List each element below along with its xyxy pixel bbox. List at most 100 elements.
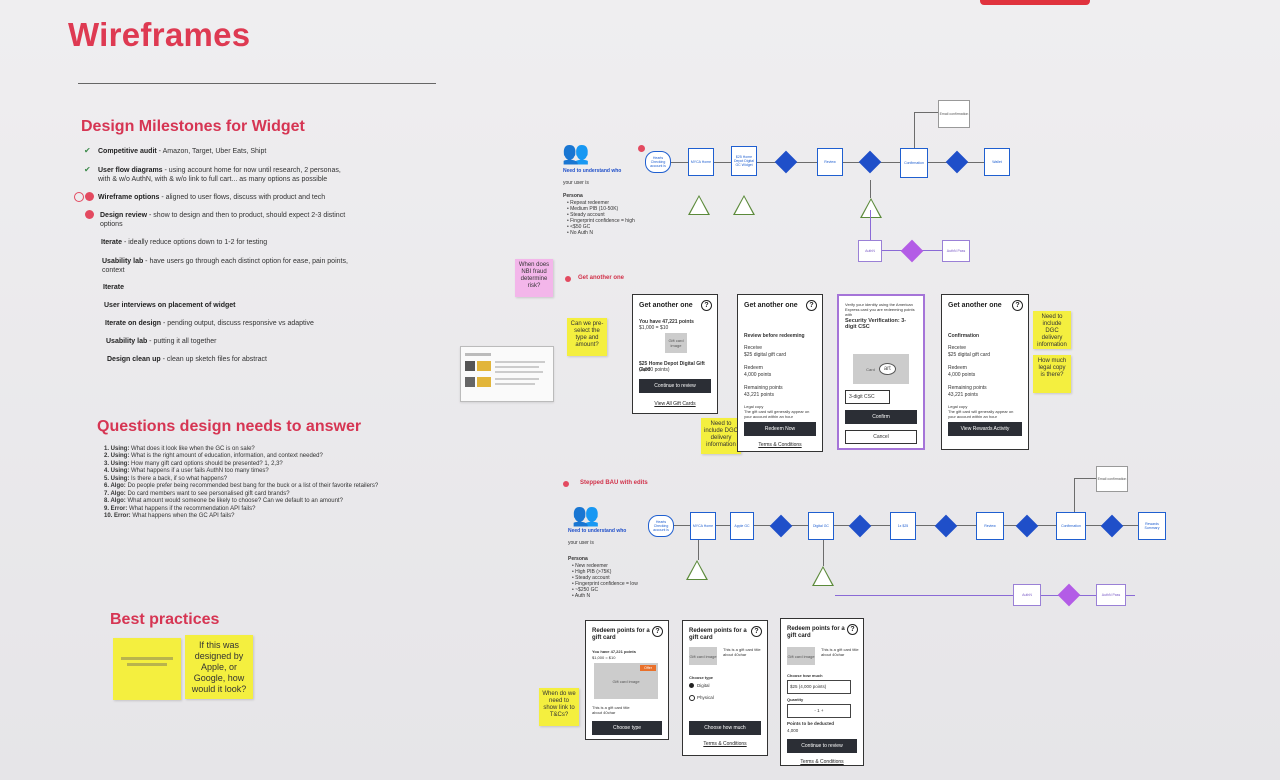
tc-link-sticky[interactable]: When do we need to show link to T&Cs? xyxy=(539,688,579,726)
continue-to-review-button[interactable]: Continue to review xyxy=(639,379,711,393)
flow2-node[interactable]: Digital GC xyxy=(808,512,834,540)
legal-label: Legal copy xyxy=(948,404,968,409)
wireframe-thumbnail[interactable] xyxy=(460,346,554,402)
terms-link[interactable]: Terms & Conditions xyxy=(758,442,802,448)
nbi-fraud-sticky[interactable]: When does NBI fraud determine risk? xyxy=(515,259,553,297)
flow2-connector xyxy=(698,540,699,560)
card-title: Redeem points for a gift card xyxy=(592,628,650,641)
section-2-marker-icon xyxy=(563,481,569,487)
radio-selected-icon[interactable] xyxy=(689,683,694,688)
offer-badge: Offer xyxy=(640,665,656,671)
legal-text: The gift card will generally appear on y… xyxy=(744,409,810,419)
choose-how-much-button[interactable]: Choose how much xyxy=(689,721,761,735)
redeem-value: 4,000 points xyxy=(744,372,772,378)
points-rate: $1,000 = $10 xyxy=(592,655,616,660)
help-icon[interactable]: ? xyxy=(1012,300,1023,311)
help-icon[interactable]: ? xyxy=(652,626,663,637)
flow1-node[interactable]: MYCA Home xyxy=(688,148,714,176)
radio-unselected-icon[interactable] xyxy=(689,695,695,701)
digital-option-label[interactable]: Digital xyxy=(697,683,710,688)
flow2-node[interactable]: MYCA Home xyxy=(690,512,716,540)
points-deducted-label: Points to be deducted xyxy=(787,721,835,726)
remaining-value: 43,221 points xyxy=(948,392,979,398)
continue-to-review-button[interactable]: Continue to review xyxy=(787,739,857,753)
legal-text: The gift card will generally appear on y… xyxy=(948,409,1014,419)
milestones-heading: Design Milestones for Widget xyxy=(81,118,305,135)
amount-select[interactable]: $25 (4,000 points) xyxy=(787,680,851,694)
milestone-item: Usability lab - have users go through ea… xyxy=(102,258,348,265)
email-confirmation-node[interactable]: Email confirmation xyxy=(938,100,970,128)
milestone-item: context xyxy=(102,267,125,274)
view-all-gift-cards-link[interactable]: View All Gift Cards xyxy=(654,401,696,407)
flow1-node[interactable]: Wallet xyxy=(984,148,1010,176)
apple-google-sticky-note[interactable]: If this was designed by Apple, or Google… xyxy=(185,635,253,699)
persona-users-icon: 👥 xyxy=(562,140,590,165)
terms-link[interactable]: Terms & Conditions xyxy=(800,759,844,765)
legal-copy-sticky[interactable]: How much legal copy is there? xyxy=(1033,355,1071,393)
redeem-label: Redeem xyxy=(948,365,967,371)
help-icon[interactable]: ? xyxy=(701,300,712,311)
card-title: Redeem points for a gift card xyxy=(689,628,747,641)
persona-sub: your user is xyxy=(568,540,594,546)
cancel-button[interactable]: Cancel xyxy=(845,430,917,444)
help-icon[interactable]: ? xyxy=(806,300,817,311)
security-intro: Verify your identity using the American … xyxy=(845,302,915,317)
quantity-stepper[interactable]: - 1 + xyxy=(787,704,851,718)
milestone-item: Competitive audit - Amazon, Target, Uber… xyxy=(98,148,267,155)
flow2-node[interactable]: 1x $25 xyxy=(890,512,916,540)
dgc-delivery-sticky[interactable]: Need to include DGC delivery information xyxy=(701,418,741,454)
wireframe-card-select: Get another one ? You have 47,221 points… xyxy=(632,294,718,414)
flow2-node[interactable]: Confirmation xyxy=(1056,512,1086,540)
milestone-item: Iterate - ideally reduce options down to… xyxy=(101,239,268,246)
flow-marker-icon xyxy=(638,145,645,152)
wireframe-card-redeem-1: Redeem points for a gift card ? You have… xyxy=(585,620,669,740)
question-item: 8. Algo: What amount would someone be li… xyxy=(104,498,343,504)
choose-type-label: Choose type xyxy=(689,675,714,680)
flow1-node[interactable]: $25 Home Depot Digital GC Widget xyxy=(731,146,757,176)
flow2-node[interactable]: Apple GC xyxy=(730,512,754,540)
flow1-node[interactable]: Review xyxy=(817,148,843,176)
remaining-value: 43,221 points xyxy=(744,392,775,398)
physical-option-label[interactable]: Physical xyxy=(697,695,714,700)
points-deducted-value: 4,000 xyxy=(787,728,799,733)
card-art-image: Card art xyxy=(853,354,909,384)
help-icon[interactable]: ? xyxy=(751,626,762,637)
terms-link[interactable]: Terms & Conditions xyxy=(703,741,747,747)
status-dot-icon xyxy=(85,192,94,201)
redeem-now-button[interactable]: Redeem Now xyxy=(744,422,816,436)
flow1-connector xyxy=(870,180,871,198)
check-icon: ✔ xyxy=(84,146,91,155)
csc-input[interactable]: 3-digit CSC xyxy=(845,390,890,404)
authn-pass-node[interactable]: AuthN Pass xyxy=(942,240,970,262)
wireframe-card-review: Get another one ? Review before redeemin… xyxy=(737,294,823,452)
authn-pass-node[interactable]: AuthN Pass xyxy=(1096,584,1126,606)
email-confirmation-node[interactable]: Email confirmation xyxy=(1096,466,1128,492)
points-balance: You have 47,221 points xyxy=(639,319,694,325)
question-item: 9. Error: What happens if the recommenda… xyxy=(104,506,256,512)
authn-node[interactable]: AuthN xyxy=(1013,584,1041,606)
quantity-label: Quantity xyxy=(787,697,804,702)
authn-node[interactable]: AuthN xyxy=(858,240,882,262)
milestone-item: options xyxy=(100,221,123,228)
choose-type-button[interactable]: Choose type xyxy=(592,721,662,735)
flow1-node[interactable]: Confirmation xyxy=(900,148,928,178)
flow2-node[interactable]: Review xyxy=(976,512,1004,540)
view-rewards-activity-button[interactable]: View Rewards Activity xyxy=(948,422,1022,436)
preselect-sticky[interactable]: Can we pre-select the type and amount? xyxy=(567,318,607,356)
best-practices-heading: Best practices xyxy=(110,611,220,628)
help-icon[interactable]: ? xyxy=(847,624,858,635)
link-sticky-note[interactable] xyxy=(113,638,181,700)
flow2-node-start[interactable]: Hearts Checking account is xyxy=(648,515,674,537)
gift-card-caption: This is a gift card title about 40char xyxy=(821,647,859,657)
dgc-delivery-sticky[interactable]: Need to include DGC delivery information xyxy=(1033,311,1071,349)
milestone-item: Iterate xyxy=(103,284,125,291)
confirm-button[interactable]: Confirm xyxy=(845,410,917,424)
flow2-connector xyxy=(835,595,1135,596)
gift-card-caption: This is a gift card title about 40char xyxy=(723,647,761,657)
question-item: 4. Using: What happens if a user fails A… xyxy=(104,468,269,474)
flow2-node[interactable]: Rewards Summary xyxy=(1138,512,1166,540)
flow1-node-start[interactable]: Hearts Checking account is xyxy=(645,151,671,173)
red-tab-indicator[interactable] xyxy=(980,0,1090,5)
flow1-merge-triangle xyxy=(688,195,710,215)
choose-how-much-label: Choose how much xyxy=(787,673,823,678)
